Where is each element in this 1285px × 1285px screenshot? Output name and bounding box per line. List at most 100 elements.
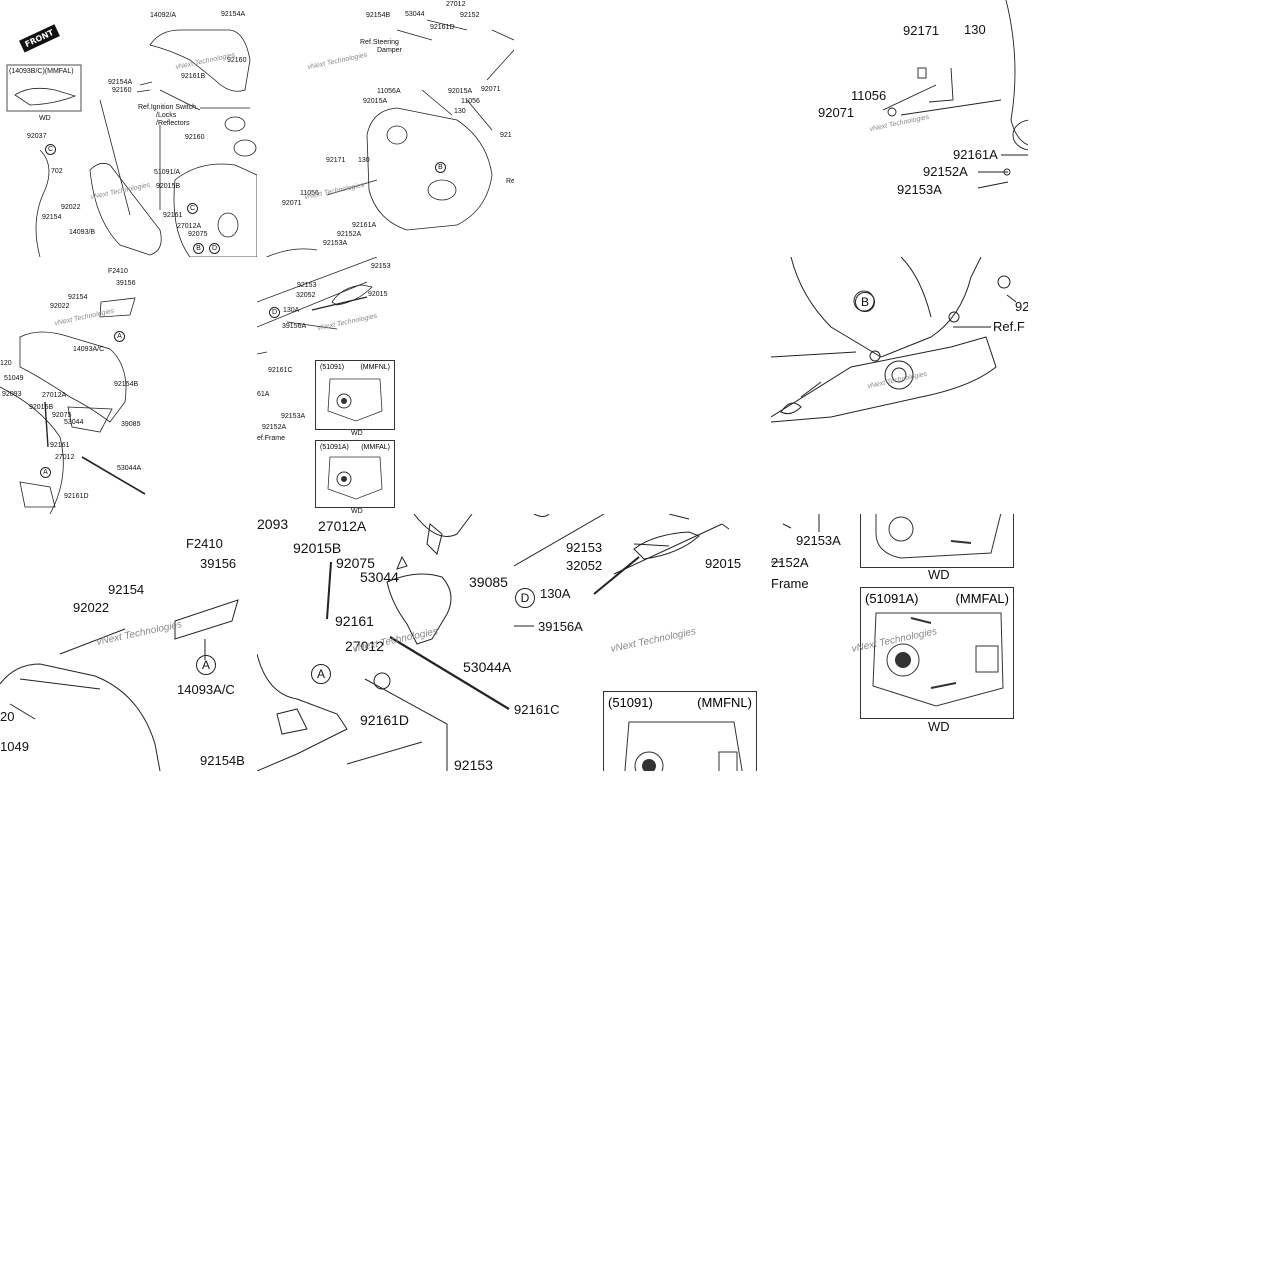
callout-circle: D bbox=[269, 307, 280, 318]
part-label: 92015 bbox=[705, 556, 742, 571]
part-label: 92075 bbox=[52, 412, 72, 419]
callout-circle: C bbox=[45, 144, 56, 155]
part-label: 92161A bbox=[953, 147, 998, 162]
tile10-drawing bbox=[257, 514, 510, 771]
part-label: 32052 bbox=[296, 292, 316, 299]
fuel-cap-drawing bbox=[327, 456, 383, 500]
tile1-drawing bbox=[6, 29, 257, 257]
variant-box-mmfal: (51091A) (MMFAL) bbox=[860, 587, 1014, 719]
ref-label: /Reflectors bbox=[156, 120, 190, 127]
part-label: 92161 bbox=[335, 613, 374, 629]
callout-circle: B bbox=[193, 243, 204, 254]
part-label: 27012 bbox=[345, 638, 384, 654]
part-label: 61A bbox=[257, 391, 270, 398]
variant-model: (MMFAL) bbox=[361, 444, 390, 451]
part-label: 2093 bbox=[257, 516, 289, 532]
part-label: 39156 bbox=[116, 280, 136, 287]
part-label: Re bbox=[506, 178, 514, 185]
callout-circle: A bbox=[40, 467, 51, 478]
part-label: 92154B bbox=[200, 753, 245, 768]
part-label: 20 bbox=[0, 709, 15, 724]
part-label: 92152A bbox=[337, 231, 362, 238]
fuel-cap-drawing bbox=[327, 378, 383, 422]
part-label: 14092/A bbox=[150, 12, 177, 19]
part-label: 92015B bbox=[156, 183, 181, 190]
diagram-tile-side-cover: F2410 39156 92154 92022 120 51049 14093A… bbox=[0, 257, 257, 514]
part-label: 92161B bbox=[181, 73, 206, 80]
part-label: 92037 bbox=[27, 133, 47, 140]
part-label: 2152A bbox=[771, 555, 809, 570]
fuel-cap-drawing bbox=[875, 514, 1002, 559]
tile4-drawing bbox=[882, 0, 1028, 189]
part-label: 39085 bbox=[469, 574, 508, 590]
part-label: 92153A bbox=[796, 533, 841, 548]
part-label: 27012 bbox=[55, 454, 75, 461]
diagram-tile-side-cover-zoom: F2410 39156 92154 92022 14093A/C 20 1049… bbox=[0, 514, 257, 771]
diagram-tile-cap-variant-zoom: 2152A 92153A Frame WD (51091A) (MMFAL) W… bbox=[771, 514, 1028, 771]
part-label: 53044 bbox=[360, 569, 399, 585]
part-label: 27012 bbox=[446, 1, 466, 8]
part-label: 92153A bbox=[323, 240, 348, 247]
part-label: 92154B bbox=[366, 12, 391, 19]
part-label: 92160 bbox=[112, 87, 132, 94]
part-label: 92154A bbox=[108, 79, 133, 86]
ref-label: Ref.Ignition Switch bbox=[138, 104, 196, 111]
part-label: 53044 bbox=[64, 419, 84, 426]
part-label: 53044A bbox=[117, 465, 142, 472]
part-label: 921 bbox=[500, 132, 512, 139]
part-label: 92161D bbox=[360, 712, 410, 728]
part-label: 92171 bbox=[903, 23, 940, 38]
part-label: 39156A bbox=[538, 619, 583, 634]
part-label: 92161 bbox=[50, 442, 70, 449]
diagram-tile-fastener-detail: 92171 130 11056 92071 92161A 92152A 9215… bbox=[771, 0, 1028, 257]
variant-box-top bbox=[860, 514, 1014, 568]
part-label: 92015A bbox=[363, 98, 388, 105]
part-label: 130 bbox=[454, 108, 466, 115]
part-label: 92171 bbox=[326, 157, 346, 164]
variant-box-mmfnl: (51091) (MMFNL) bbox=[603, 691, 757, 771]
callout-circle: B bbox=[435, 162, 446, 173]
callout-circle: A bbox=[114, 331, 125, 342]
part-label: 92093 bbox=[2, 391, 22, 398]
part-label: F2410 bbox=[108, 268, 128, 275]
part-label: 11056A bbox=[377, 88, 401, 95]
callout-circle: C bbox=[187, 203, 198, 214]
ref-label: Frame bbox=[771, 576, 809, 591]
part-label: 92 bbox=[1015, 299, 1028, 314]
variant-model: (MMFNL) bbox=[360, 364, 390, 371]
part-label: 53044 bbox=[405, 11, 425, 18]
part-label: 14093A/C bbox=[73, 346, 105, 353]
part-label: F2410 bbox=[186, 536, 223, 551]
part-label: 92153A bbox=[897, 182, 942, 197]
part-label: 92161C bbox=[514, 702, 560, 717]
part-label: 92015B bbox=[29, 404, 54, 411]
part-label: 27012A bbox=[318, 518, 367, 534]
variant-model: (MMFAL) bbox=[955, 591, 1009, 606]
part-label: 130 bbox=[964, 22, 986, 37]
part-label: ef.Frame bbox=[257, 435, 286, 442]
part-label: 11056 bbox=[300, 190, 319, 197]
part-label: 130 bbox=[358, 157, 370, 164]
part-label: 92075 bbox=[188, 231, 208, 238]
callout-circle: A bbox=[311, 664, 331, 684]
ref-label: Ref.Steering bbox=[360, 39, 399, 46]
variant-footer: WD bbox=[351, 430, 363, 437]
part-label: 92022 bbox=[61, 204, 81, 211]
part-label: 92161D bbox=[430, 24, 455, 31]
part-label: 92160 bbox=[185, 134, 205, 141]
ref-label: /Locks bbox=[156, 112, 177, 119]
tile11-drawing bbox=[514, 514, 730, 627]
part-label: 14093A/C bbox=[177, 682, 235, 697]
part-label: 702 bbox=[51, 168, 63, 175]
part-label: 130A bbox=[283, 307, 300, 314]
callout-circle: D bbox=[209, 243, 220, 254]
variant-code: (51091) bbox=[320, 364, 345, 371]
part-label: 1049 bbox=[0, 739, 29, 754]
part-label: 92161 bbox=[163, 212, 183, 219]
callout-circle: B bbox=[855, 292, 875, 312]
tile2-drawing bbox=[266, 19, 514, 257]
part-label: 92154A bbox=[221, 11, 246, 18]
fuel-cap-drawing bbox=[872, 612, 1004, 707]
variant-footer: WD bbox=[928, 719, 950, 734]
part-label: 92022 bbox=[73, 600, 110, 615]
